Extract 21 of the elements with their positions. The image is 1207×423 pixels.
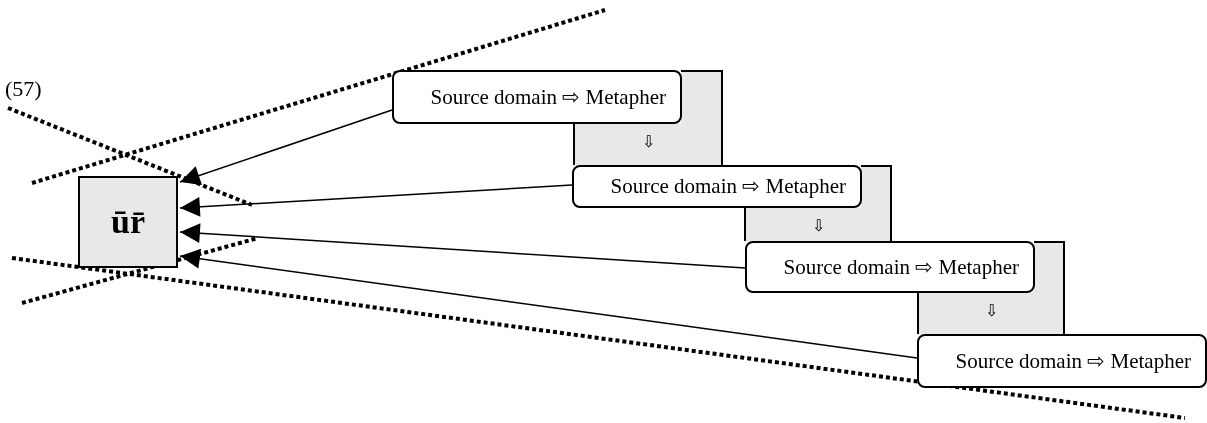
mapping-box — [572, 165, 862, 208]
mapping-box — [745, 241, 1035, 293]
arrow — [179, 184, 573, 217]
mapping-text: Source domain ⇨ Metapher — [610, 174, 846, 199]
arrow — [179, 223, 746, 269]
mapping-box — [392, 70, 682, 124]
arrow — [179, 109, 393, 185]
mapping-text: Source domain ⇨ Metapher — [783, 254, 1019, 280]
mapping-box — [917, 334, 1207, 388]
step-panel — [573, 124, 723, 165]
arrow — [179, 248, 918, 359]
down-arrow-glyph: ⇩ — [641, 132, 655, 151]
step-panel — [744, 208, 892, 241]
mapping-text: Source domain ⇨ Metapher — [955, 348, 1191, 374]
concept-box — [78, 176, 178, 268]
mapping-text: Source domain ⇨ Metapher — [430, 84, 666, 110]
example-number: (57) — [5, 76, 42, 102]
down-arrow-glyph: ⇩ — [984, 301, 998, 320]
concept-word: ūr̄ — [111, 203, 145, 241]
down-arrow-glyph: ⇩ — [811, 216, 825, 235]
step-panel — [917, 293, 1065, 334]
